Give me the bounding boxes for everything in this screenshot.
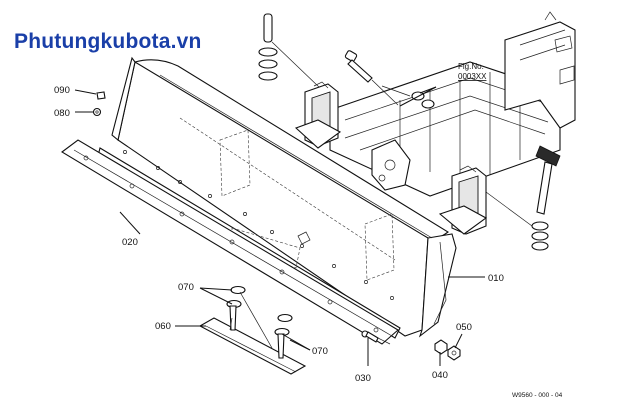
washer-left-2: [258, 59, 278, 69]
top-bolt-center: [344, 50, 435, 109]
callout-labels: 090 080 020 070 060 070 030 040 050 010: [54, 85, 504, 384]
blade-end-plate: [418, 233, 457, 338]
bolts-070: [226, 285, 293, 359]
frame-rear-arm: [504, 21, 576, 129]
nut-040: [434, 339, 448, 355]
blade-bracket-left: [294, 81, 342, 149]
cutting-edge-020: [61, 139, 399, 345]
top-pin-left: [258, 13, 321, 89]
fig-no-value: 0003XX: [458, 72, 487, 81]
nuts-040-050: [434, 339, 461, 361]
nut-050: [447, 345, 461, 361]
right-pin: [485, 145, 561, 251]
leader-lines: [74, 86, 485, 366]
blade-bolt-holes: [123, 150, 394, 300]
callout-050: 050: [456, 322, 472, 333]
frame-assembly: [329, 11, 576, 197]
figure-reference: Fig.No. 0003XX: [458, 62, 487, 81]
callout-010: 010: [488, 273, 504, 284]
bolt-030: [361, 330, 391, 345]
fig-no-label: Fig.No.: [458, 62, 484, 71]
blade-010: [97, 56, 457, 339]
callout-070-right: 070: [312, 346, 328, 357]
drawing-code: W9560 - 000 - 04: [512, 392, 563, 399]
washer-right-2: [531, 231, 549, 241]
washer-left-3: [258, 71, 278, 81]
callout-060: 060: [155, 321, 171, 332]
nut-090: [96, 91, 106, 100]
pin-shaft-left: [263, 13, 273, 43]
washer-right-1: [531, 221, 549, 231]
blade-bracket-right: [438, 165, 488, 235]
callout-090: 090: [54, 85, 70, 96]
washer-080: [92, 107, 102, 117]
plate-060: [198, 317, 307, 375]
callout-020: 020: [122, 237, 138, 248]
watermark-logo: Phutungkubota.vn: [14, 30, 202, 53]
cutting-edge-holes: [83, 155, 379, 333]
blade-end-left: [111, 56, 136, 142]
washer-left-1: [258, 47, 278, 57]
bolt-080-090: [92, 91, 106, 117]
plate-060-group: [198, 317, 307, 375]
callout-080: 080: [54, 108, 70, 119]
frame-bracket: [371, 139, 411, 191]
callout-070-left: 070: [178, 282, 194, 293]
callout-030: 030: [355, 373, 371, 384]
washer-right-3: [531, 241, 549, 251]
callout-040: 040: [432, 370, 448, 381]
pin-head-right: [535, 145, 561, 167]
pin-shaft-right: [536, 161, 553, 215]
